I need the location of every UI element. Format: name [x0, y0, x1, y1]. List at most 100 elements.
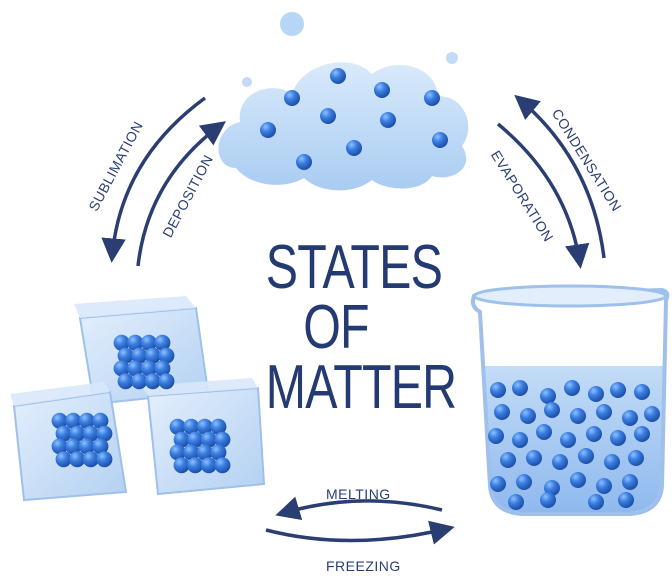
particle — [127, 360, 144, 377]
particle — [578, 448, 594, 464]
particle — [488, 428, 504, 444]
solid-ice-cubes — [10, 296, 266, 502]
particle — [618, 492, 634, 508]
particle — [131, 373, 148, 390]
particle — [65, 438, 82, 455]
particle — [500, 452, 516, 468]
particle — [96, 425, 113, 442]
beaker-rim — [472, 284, 668, 308]
particle — [92, 412, 109, 429]
particle — [183, 444, 200, 461]
particle — [520, 408, 536, 424]
particle — [560, 432, 576, 448]
particle — [552, 454, 568, 470]
particle — [82, 451, 99, 468]
particle — [644, 406, 660, 422]
particle — [214, 457, 231, 474]
particle — [140, 360, 157, 377]
particle — [200, 431, 217, 448]
particle — [69, 451, 86, 468]
particle — [490, 476, 506, 492]
particle — [296, 154, 312, 170]
particle — [183, 418, 200, 435]
particle — [55, 425, 72, 442]
particle — [210, 444, 227, 461]
particle — [570, 472, 586, 488]
particle — [634, 426, 650, 442]
particle — [540, 388, 556, 404]
particle — [494, 404, 510, 420]
freezing-arrow — [265, 520, 455, 545]
particle — [78, 438, 95, 455]
condensation-arrow — [514, 94, 606, 259]
melting-arrow — [275, 496, 443, 521]
particle — [51, 438, 68, 455]
particle — [158, 347, 175, 364]
particle — [113, 334, 130, 351]
particle — [346, 140, 362, 156]
particle — [96, 451, 113, 468]
gas-cloud — [218, 12, 469, 191]
solid-particles — [51, 334, 231, 474]
particle — [380, 112, 396, 128]
particle — [173, 431, 190, 448]
particle — [169, 444, 186, 461]
particle — [127, 334, 144, 351]
particle — [512, 380, 528, 396]
particle — [516, 474, 532, 490]
particle — [65, 412, 82, 429]
particle — [117, 347, 134, 364]
cloud-shape — [218, 62, 469, 191]
particle — [144, 373, 161, 390]
particle — [117, 373, 134, 390]
particle — [536, 424, 552, 440]
melting-label: MELTING — [326, 486, 391, 502]
particle — [622, 410, 638, 426]
particle — [604, 454, 620, 470]
freezing-label: FREEZING — [326, 558, 401, 574]
particle — [144, 347, 161, 364]
particle — [187, 457, 204, 474]
particle — [200, 457, 217, 474]
particle — [113, 360, 130, 377]
particle — [586, 426, 602, 442]
particle — [540, 492, 556, 508]
particle — [622, 474, 638, 490]
particle — [131, 347, 148, 364]
particle — [508, 494, 524, 510]
particle — [320, 108, 336, 124]
particle — [154, 360, 171, 377]
vapor-bubble — [446, 52, 458, 64]
particle — [588, 494, 604, 510]
gas-particles — [260, 68, 448, 170]
particle — [374, 82, 390, 98]
particle — [424, 90, 440, 106]
vapor-bubble — [242, 77, 252, 87]
particle — [173, 457, 190, 474]
title-line-matter: MATTER — [265, 353, 457, 422]
particle — [82, 425, 99, 442]
deposition-arrow — [136, 121, 226, 267]
particle — [140, 334, 157, 351]
particle — [596, 478, 612, 494]
particle — [610, 382, 626, 398]
sublimation-arrow — [101, 96, 207, 263]
evaporation-arrow — [496, 122, 590, 269]
particle — [490, 382, 506, 398]
vapor-bubble — [280, 12, 304, 36]
particle — [330, 68, 346, 84]
particle — [284, 90, 300, 106]
particle — [512, 432, 528, 448]
particle — [588, 386, 604, 402]
particle — [260, 122, 276, 138]
particle — [544, 402, 560, 418]
particle — [78, 412, 95, 429]
particle — [51, 412, 68, 429]
particle — [169, 418, 186, 435]
particle — [154, 334, 171, 351]
title-line-states: STATES — [265, 233, 443, 302]
particle — [526, 450, 542, 466]
particle — [628, 450, 644, 466]
